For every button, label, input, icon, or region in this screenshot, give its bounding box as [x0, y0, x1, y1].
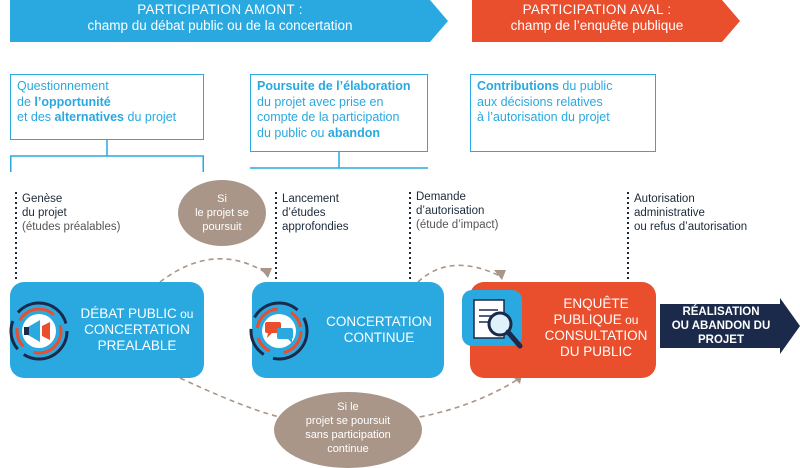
- milestone-genese: Genèse du projet (études préalables): [22, 192, 120, 234]
- milestone-lancement: Lancement d’études approfondies: [282, 192, 349, 234]
- bubble-bottom-l2: projet se poursuit: [305, 415, 391, 427]
- milestone-genese-l3: (études préalables): [22, 221, 121, 233]
- box-poursuite: Poursuite de l’élaboration du projet ave…: [250, 74, 428, 152]
- stage1-l2: CONCERTATION: [84, 322, 190, 337]
- milestone-demande-l2: d’autorisation: [416, 205, 485, 217]
- bubble-bottom-l4: continue: [327, 443, 369, 455]
- box-opportunite: Questionnement de l’opportunité et des a…: [10, 74, 204, 140]
- box3-line3: à l’autorisation du projet: [477, 110, 610, 124]
- milestone-autorisation: Autorisation administrative ou refus d’a…: [634, 192, 747, 234]
- stage3-l3: CONSULTATION: [544, 328, 648, 343]
- bubble-top-l1: Si: [217, 193, 227, 205]
- box2-line2: du projet avec prise en: [257, 94, 384, 109]
- stage2-text: CONCERTATION CONTINUE: [314, 314, 444, 346]
- box1-line2a: de: [17, 94, 35, 109]
- milestone-genese-l1: Genèse: [22, 193, 63, 205]
- box3-line1a: Contributions: [477, 79, 559, 93]
- stage1-text: DÉBAT PUBLIC ou CONCERTATION PREALABLE: [70, 306, 204, 354]
- banner-arrows: [10, 0, 740, 42]
- box1-line3a: et des: [17, 110, 55, 124]
- box3-line2: aux décisions relatives: [477, 94, 603, 109]
- box2-line4a: du public ou: [257, 125, 328, 140]
- banner-amont-subtitle: champ du débat public ou de la concertat…: [87, 18, 353, 33]
- box3-line1b: du public: [558, 79, 613, 93]
- banner-aval-arrow: [472, 0, 740, 42]
- stage3-l1: ENQUÊTE: [563, 296, 629, 311]
- milestone-demande-l1: Demande: [416, 191, 466, 203]
- bubble-top-l3: poursuit: [202, 221, 242, 233]
- stage-concertation-continue: CONCERTATION CONTINUE: [249, 282, 444, 378]
- speech-bubbles-icon: [249, 301, 309, 361]
- milestone-demande-l3: (étude d’impact): [416, 219, 499, 231]
- box2-line4b: abandon: [327, 125, 380, 140]
- bubble-si-poursuit: Si le projet se poursuit: [178, 180, 266, 246]
- stage2-l2: CONTINUE: [343, 330, 415, 345]
- final-l1: RÉALISATION: [682, 306, 760, 318]
- magnifier-document-icon: [462, 290, 523, 349]
- milestone-lancement-l2: d’études: [282, 207, 326, 219]
- box1-line3c: du projet: [124, 110, 177, 124]
- banner-amont-arrow: [10, 0, 448, 42]
- banner-aval-subtitle: champ de l’enquête publique: [510, 18, 684, 33]
- box2-line3: compte de la participation: [257, 110, 400, 124]
- box2-line1: Poursuite de l’élaboration: [257, 79, 411, 93]
- megaphone-icon: [9, 301, 69, 361]
- banner-amont-title: PARTICIPATION AMONT :: [137, 2, 303, 17]
- milestone-lancement-l1: Lancement: [282, 193, 339, 205]
- stage3-l2: PUBLIQUE: [553, 312, 622, 327]
- bubble-bottom-l3: sans participation: [305, 429, 391, 441]
- box1-line1: Questionnement: [17, 79, 109, 93]
- bubble-bottom-l1: Si le: [337, 401, 359, 413]
- banner-amont: PARTICIPATION AMONT : champ du débat pub…: [10, 2, 430, 34]
- box1-line2b: l’opportunité: [34, 94, 111, 109]
- stage1-l1: DÉBAT PUBLIC: [80, 306, 177, 321]
- milestone-autorisation-l2: administrative: [634, 207, 705, 219]
- stage3-text: ENQUÊTE PUBLIQUE ou CONSULTATION DU PUBL…: [536, 296, 656, 360]
- stage2-l1: CONCERTATION: [326, 314, 432, 329]
- stage1-l1b: ou: [176, 307, 194, 321]
- milestone-genese-l2: du projet: [22, 207, 67, 219]
- stage-debat-public: DÉBAT PUBLIC ou CONCERTATION PREALABLE: [9, 282, 204, 378]
- bubble-top-l2: le projet se: [195, 207, 249, 219]
- stage3-l4: DU PUBLIC: [559, 344, 632, 359]
- banner-aval-title: PARTICIPATION AVAL :: [522, 2, 672, 17]
- box-contributions: Contributions du public aux décisions re…: [470, 74, 656, 152]
- final-realisation: RÉALISATION OU ABANDON DU PROJET: [662, 305, 780, 347]
- final-l2: OU ABANDON DU: [671, 320, 771, 332]
- bubble-sans-participation: Si le projet se poursuit sans participat…: [274, 392, 422, 468]
- box1-line3b: alternatives: [54, 110, 125, 124]
- milestone-autorisation-l1: Autorisation: [634, 193, 695, 205]
- stage3-l2b: ou: [621, 313, 639, 327]
- milestone-lancement-l3: approfondies: [282, 221, 349, 233]
- milestone-autorisation-l3: ou refus d’autorisation: [634, 221, 748, 233]
- milestone-demande: Demande d’autorisation (étude d’impact): [416, 190, 498, 232]
- final-arrow-shape: [660, 298, 800, 354]
- stage1-l3: PREALABLE: [97, 338, 177, 353]
- banner-aval: PARTICIPATION AVAL : champ de l’enquête …: [472, 2, 722, 34]
- stage-enquete-publique: ENQUÊTE PUBLIQUE ou CONSULTATION DU PUBL…: [462, 282, 656, 378]
- final-l3: PROJET: [697, 334, 744, 346]
